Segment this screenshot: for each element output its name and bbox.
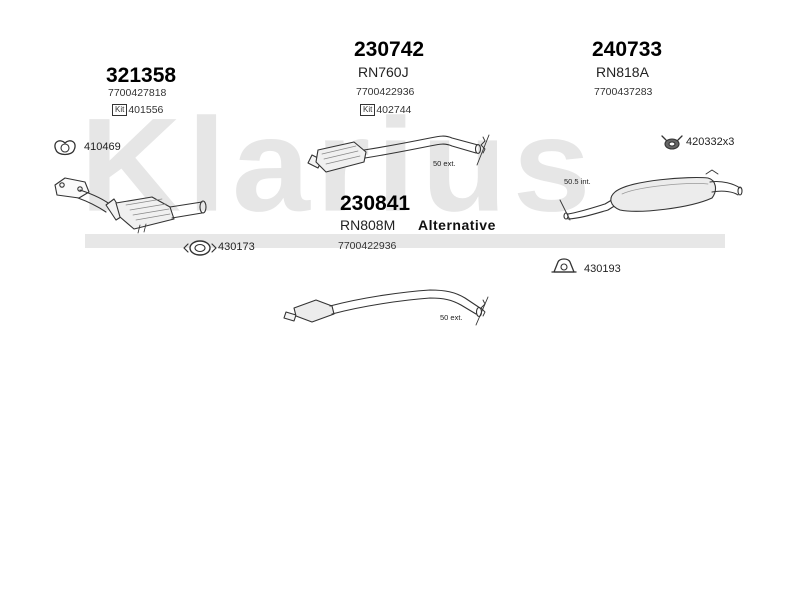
part-321358-kit-number: 401556	[128, 104, 164, 116]
part-230742-ref: RN760J	[358, 64, 409, 80]
clamp-430193-icon	[551, 258, 577, 273]
accessory-420332-label: 420332x3	[686, 136, 735, 148]
part-240733-oe: 7700437283	[594, 86, 653, 98]
part-230742-number: 230742	[354, 38, 425, 61]
part-321358-kit: Kit 401556	[112, 104, 163, 116]
part-230841-note: 50 ext.	[440, 313, 463, 322]
front-catalyst-drawing	[54, 177, 207, 234]
accessory-410469-label: 410469	[84, 141, 121, 153]
accessory-430193-label: 430193	[584, 263, 621, 275]
catalyst-230841-drawing	[283, 289, 489, 326]
rear-silencer-240733-drawing	[559, 169, 743, 221]
part-230742-note: 50 ext.	[433, 159, 456, 168]
part-230841-number: 230841	[340, 192, 411, 215]
gasket-410469-icon	[54, 140, 76, 156]
kit-badge: Kit	[360, 104, 376, 116]
watermark-band	[85, 234, 725, 248]
clamp-430173-icon	[183, 240, 217, 256]
part-321358-oe: 7700427818	[108, 87, 167, 99]
part-240733-note: 50.5 int.	[564, 177, 591, 186]
part-240733-ref: RN818A	[596, 64, 649, 80]
catalyst-230742-drawing	[307, 134, 490, 173]
part-230742-kit-number: 402744	[376, 104, 412, 116]
kit-badge: Kit	[112, 104, 128, 116]
part-321358-number: 321358	[106, 64, 177, 87]
part-230742-oe: 7700422936	[356, 86, 415, 98]
part-230841-oe: 7700422936	[338, 240, 397, 252]
part-230742-kit: Kit 402744	[360, 104, 411, 116]
accessory-430173-label: 430173	[218, 241, 255, 253]
rubber-mount-420332-icon	[661, 135, 683, 150]
alternative-label: Alternative	[418, 217, 496, 233]
part-230841-ref: RN808M	[340, 217, 396, 233]
part-240733-number: 240733	[592, 38, 663, 61]
